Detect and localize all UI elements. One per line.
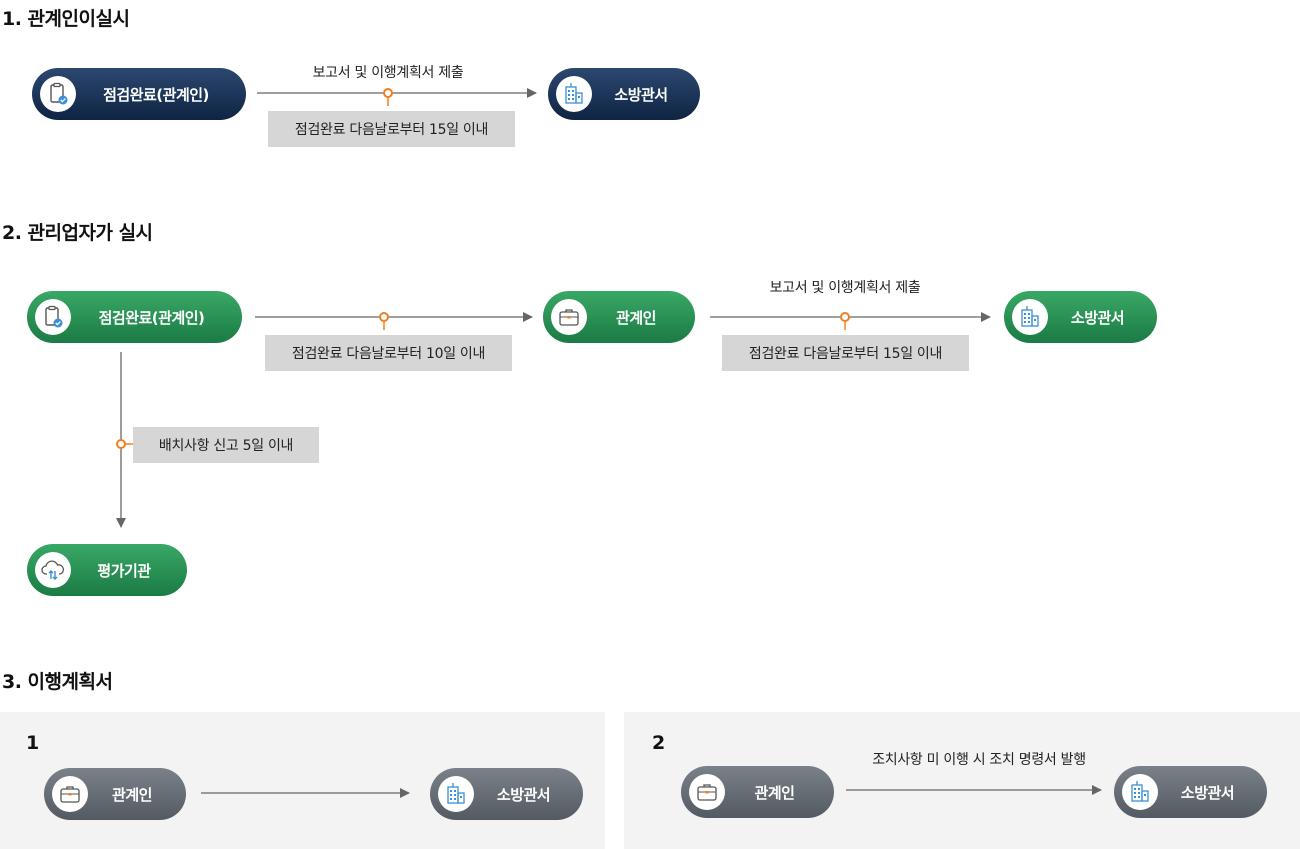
- flow-arrow-s2-vertical: [116, 352, 134, 528]
- building-icon: [556, 76, 592, 112]
- clipboard-check-icon: [35, 299, 71, 335]
- node-evaluation-agency: 평가기관: [27, 544, 187, 596]
- node-stakeholder: 관계인: [543, 291, 695, 343]
- briefcase-icon: [551, 299, 587, 335]
- s1-deadline-label: 점검완료 다음날로부터 15일 이내: [268, 111, 515, 147]
- s1-arrow-label: 보고서 및 이행계획서 제출: [312, 65, 464, 81]
- node-inspection-complete: 점검완료(관계인): [32, 68, 246, 120]
- case2-arrow: [846, 785, 1102, 795]
- action-plan-case-2-panel: 2 관계인 조치사항 미 이행 시 조치 명령서 발행 소방관서: [624, 712, 1300, 849]
- case-number: 1: [26, 732, 40, 754]
- node-label: 관계인: [112, 785, 152, 804]
- action-plan-case-1-panel: 1 관계인 소방관서: [0, 712, 605, 849]
- node-label: 소방관서: [1070, 308, 1125, 327]
- node-inspection-complete-2: 점검완료(관계인): [27, 291, 242, 343]
- node-label: 점검완료(관계인): [103, 85, 209, 104]
- node-stakeholder-3a: 관계인: [44, 768, 186, 820]
- building-icon: [438, 776, 474, 812]
- node-label: 관계인: [754, 783, 795, 802]
- node-stakeholder-3b: 관계인: [681, 766, 834, 818]
- briefcase-icon: [52, 776, 88, 812]
- s2-vertical-label: 배치사항 신고 5일 이내: [133, 427, 319, 463]
- node-label: 평가기관: [97, 561, 151, 580]
- node-label: 소방관서: [1180, 783, 1235, 802]
- node-fire-station-3b: 소방관서: [1114, 766, 1267, 818]
- flow-arrow-s2-b: [710, 312, 991, 330]
- flow-arrow-s2-a: [255, 312, 533, 330]
- node-fire-station-2: 소방관서: [1004, 291, 1157, 343]
- section-2-title: 2. 관리업자가 실시: [2, 222, 153, 244]
- flow-arrow-s1: [257, 88, 537, 106]
- node-label: 관계인: [616, 308, 656, 327]
- node-fire-station: 소방관서: [548, 68, 700, 120]
- building-icon: [1012, 299, 1048, 335]
- node-label: 소방관서: [496, 785, 551, 804]
- building-icon: [1122, 774, 1158, 810]
- node-label: 소방관서: [614, 85, 668, 104]
- node-fire-station-3a: 소방관서: [430, 768, 583, 820]
- s2-deadline2-label: 점검완료 다음날로부터 15일 이내: [722, 335, 969, 371]
- node-label: 점검완료(관계인): [98, 308, 205, 327]
- case-number: 2: [652, 732, 666, 754]
- cloud-transfer-icon: [35, 552, 71, 588]
- s2-arrow2-label: 보고서 및 이행계획서 제출: [769, 280, 921, 296]
- section-1-title: 1. 관계인이실시: [2, 8, 130, 30]
- case1-arrow: [201, 788, 410, 798]
- section-3-title: 3. 이행계획서: [2, 671, 113, 693]
- clipboard-check-icon: [40, 76, 76, 112]
- case2-arrow-label: 조치사항 미 이행 시 조치 명령서 발행: [872, 752, 1086, 768]
- briefcase-icon: [689, 774, 725, 810]
- s2-deadline1-label: 점검완료 다음날로부터 10일 이내: [265, 335, 512, 371]
